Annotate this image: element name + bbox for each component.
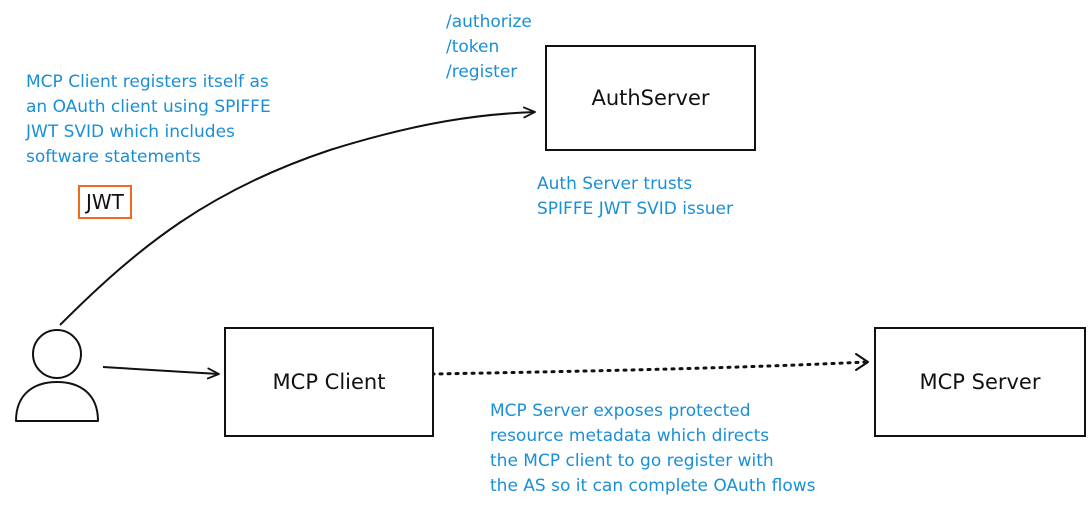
endpoint-register: /register bbox=[446, 62, 518, 82]
server-metadata-line-1: MCP Server exposes protected bbox=[490, 401, 751, 421]
auth-trust-line-1: Auth Server trusts bbox=[537, 174, 693, 194]
mcp-client-node: MCP Client bbox=[224, 327, 434, 437]
endpoint-authorize: /authorize bbox=[446, 12, 532, 32]
endpoint-list: /authorize /token /register bbox=[446, 10, 532, 85]
jwt-badge: JWT bbox=[78, 185, 132, 219]
mcp-server-node: MCP Server bbox=[874, 327, 1086, 437]
client-registration-line-1: MCP Client registers itself as bbox=[26, 72, 269, 92]
user-icon bbox=[15, 329, 99, 422]
mcp-client-label: MCP Client bbox=[272, 370, 386, 394]
server-metadata-line-3: the MCP client to go register with bbox=[490, 451, 774, 471]
server-metadata-note: MCP Server exposes protected resource me… bbox=[490, 399, 816, 499]
server-metadata-line-4: the AS so it can complete OAuth flows bbox=[490, 476, 816, 496]
user-to-client-arrow bbox=[102, 366, 220, 380]
register-arrow bbox=[59, 106, 536, 326]
auth-trust-note: Auth Server trusts SPIFFE JWT SVID issue… bbox=[537, 172, 733, 222]
server-metadata-line-2: resource metadata which directs bbox=[490, 426, 770, 446]
auth-server-node: AuthServer bbox=[545, 45, 756, 151]
mcp-server-label: MCP Server bbox=[919, 370, 1041, 394]
client-to-server-arrowhead bbox=[855, 353, 869, 371]
endpoint-token: /token bbox=[446, 37, 500, 57]
client-to-server-arrow bbox=[430, 360, 868, 376]
auth-server-label: AuthServer bbox=[591, 86, 710, 110]
client-registration-line-3: JWT SVID which includes bbox=[26, 122, 235, 142]
client-registration-line-2: an OAuth client using SPIFFE bbox=[26, 97, 271, 117]
client-registration-line-4: software statements bbox=[26, 147, 201, 167]
client-registration-note: MCP Client registers itself as an OAuth … bbox=[26, 70, 271, 170]
auth-trust-line-2: SPIFFE JWT SVID issuer bbox=[537, 199, 733, 219]
